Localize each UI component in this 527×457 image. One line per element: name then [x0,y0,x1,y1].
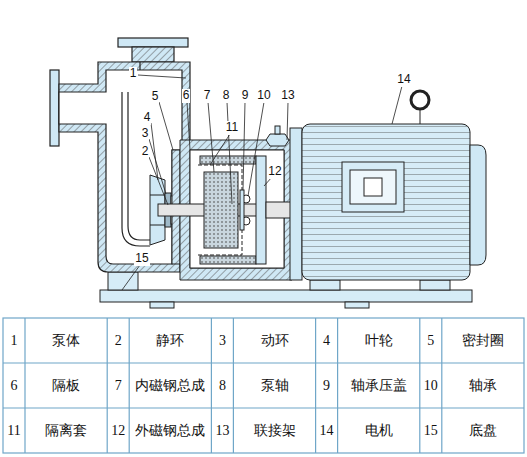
table-cell: 联接架 [254,423,296,438]
table-cell: 叶轮 [365,333,393,348]
table-cell: 内磁钢总成 [135,378,205,393]
table-number: 4 [323,333,330,348]
callout-number: 4 [143,111,152,124]
table-number: 11 [7,423,20,438]
table-cell: 泵轴 [261,378,289,393]
table-number: 6 [11,378,18,393]
callout-number: 2 [141,145,150,158]
table-number: 15 [424,423,438,438]
table-number: 2 [115,333,122,348]
magnetic-drive [158,156,292,264]
table-number: 10 [424,378,438,393]
table-cell: 隔离套 [45,423,87,438]
callout-number: 12 [267,165,282,178]
table-number: 3 [219,333,226,348]
table-number: 8 [219,378,226,393]
table-cell: 外磁钢总成 [135,423,205,438]
bracket [180,126,292,280]
callout-number: 14 [396,73,411,86]
table-cell: 底盘 [469,423,497,438]
table-number: 5 [427,333,434,348]
table-cell: 泵体 [52,333,80,348]
table-cell: 隔板 [52,378,80,393]
table-cell: 轴承 [469,378,497,393]
leader-lines [122,75,402,290]
pump-body [50,38,190,272]
callout-number: 6 [182,89,191,102]
callout-number: 15 [134,252,149,265]
callout-number: 7 [203,89,212,102]
table-number: 1 [11,333,18,348]
callout-number: 13 [280,89,295,102]
table-cell: 密封圈 [462,333,504,348]
callout-number: 1 [129,67,138,80]
callout-number: 5 [151,90,160,103]
table-number: 12 [111,423,125,438]
callout-number: 3 [141,127,150,140]
table-grid [3,318,524,453]
callout-number: 10 [256,89,271,102]
table-cell: 动环 [261,333,289,348]
table-number: 13 [215,423,229,438]
motor [290,91,486,280]
table-cell: 轴承压盖 [351,378,407,393]
table-number: 7 [115,378,122,393]
callout-number: 11 [225,121,239,134]
callout-number: 8 [222,89,231,102]
table-number: 14 [320,423,334,438]
table-cell: 静环 [156,333,184,348]
callout-number: 9 [241,89,250,102]
table-cell: 电机 [365,423,393,438]
table-number: 9 [323,378,330,393]
